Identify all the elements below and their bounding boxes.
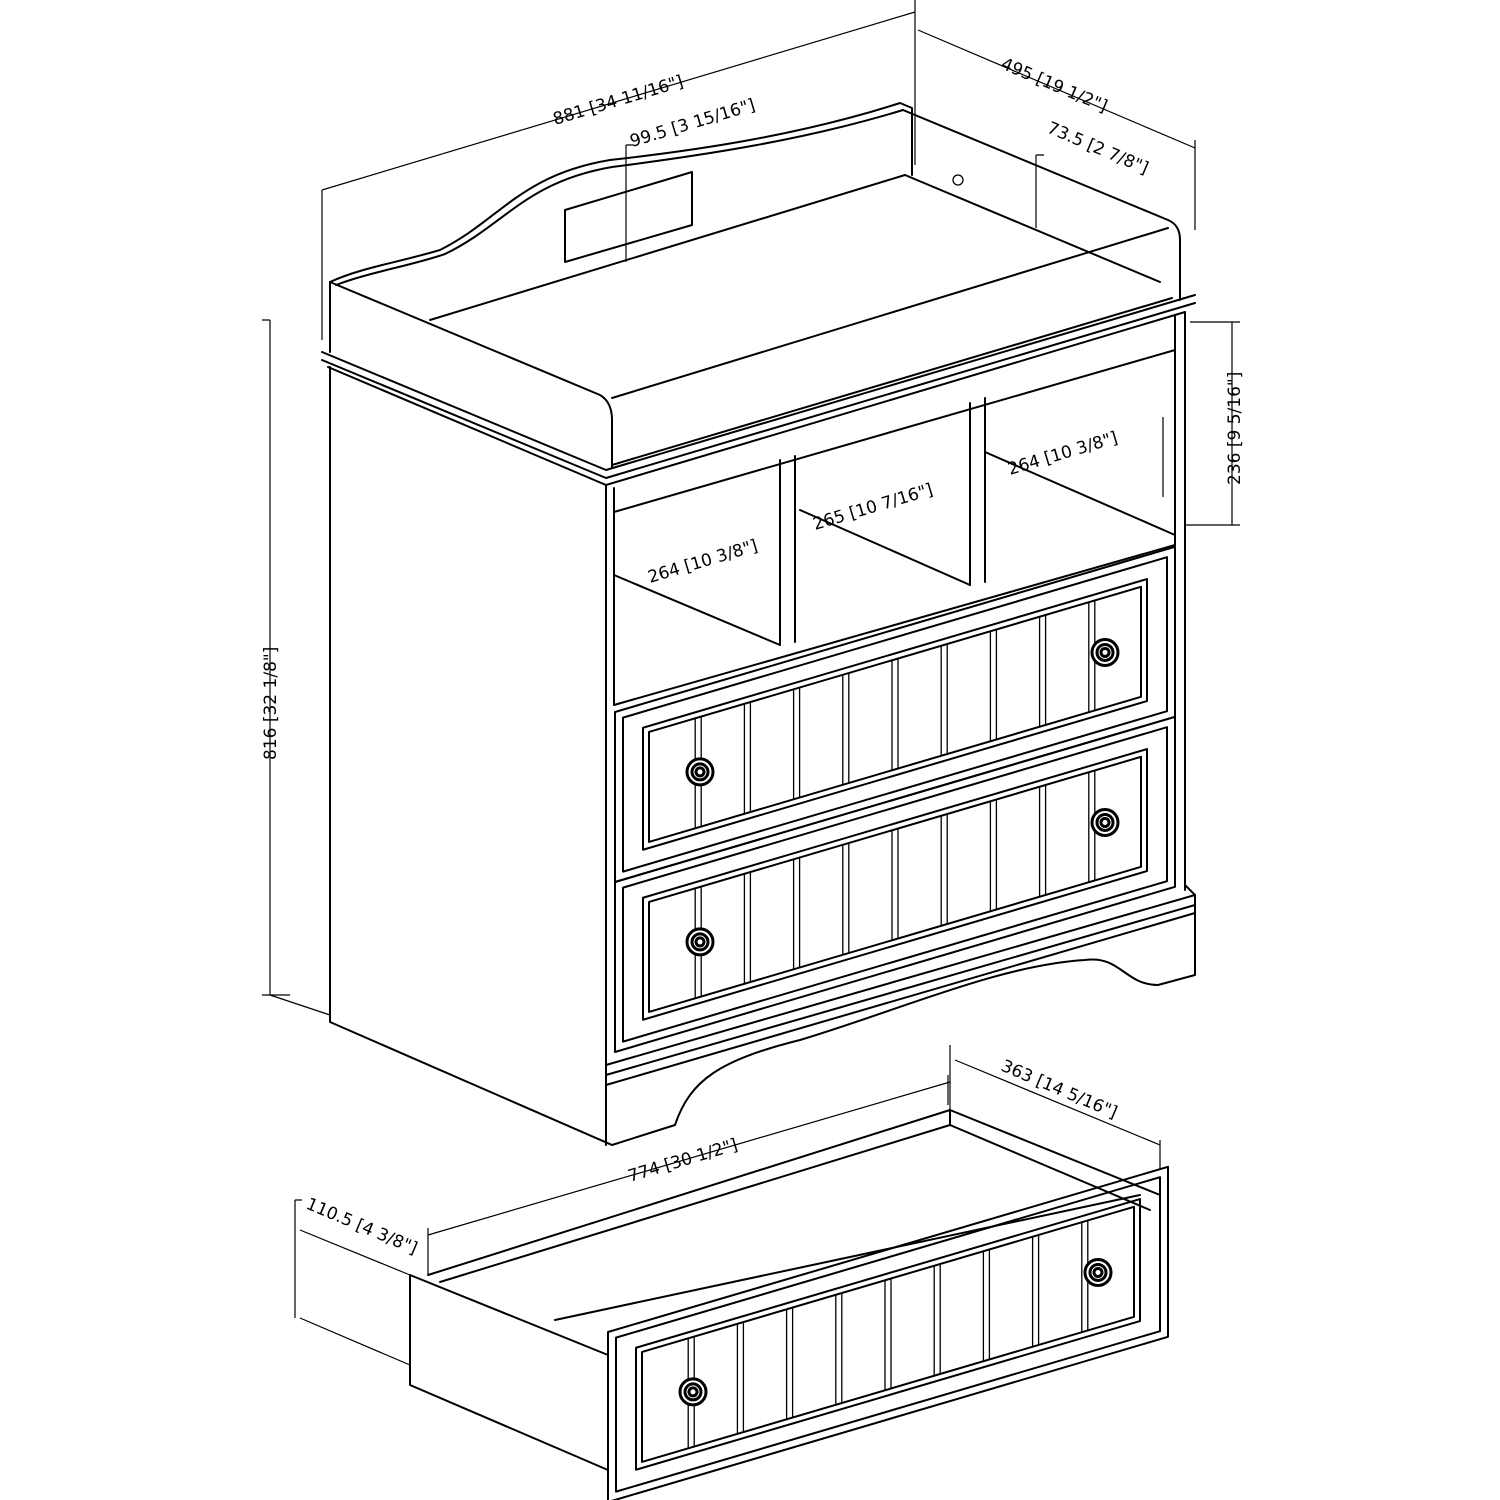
drawer-depth-label: 363 [14 5/16"]: [998, 1056, 1120, 1123]
cubby-center-width-label: 265 [10 7/16"]: [811, 480, 936, 535]
drawer-knob-icon[interactable]: [694, 936, 706, 948]
dimension-lines: [262, 0, 1240, 1366]
drawer-width-label: 774 [30 1/2"]: [626, 1135, 740, 1187]
drawers: [607, 545, 1176, 1500]
drawer-bottom[interactable]: [614, 715, 1176, 1053]
overall-height-label: 816 [32 1/8"]: [261, 647, 281, 760]
drawer-loose-front[interactable]: [607, 1165, 1169, 1500]
drawer-knob-icon[interactable]: [1099, 646, 1111, 658]
changing-tray: [321, 102, 1196, 486]
drawer-knob-icon[interactable]: [1099, 816, 1111, 828]
drawer-knob-icon[interactable]: [687, 1386, 699, 1398]
drawer-top[interactable]: [614, 545, 1176, 883]
drawer-knob-icon[interactable]: [1092, 1266, 1104, 1278]
loose-drawer-box: [409, 1109, 1161, 1471]
drawer-height-label: 110.5 [4 3/8"]: [303, 1194, 420, 1259]
overall-depth-label: 495 [19 1/2"]: [998, 54, 1110, 117]
backboard-height-label: 99.5 [3 15/16"]: [628, 95, 758, 151]
hole-icon: [952, 174, 964, 186]
cubby-left-width-label: 264 [10 3/8"]: [646, 536, 760, 588]
base-plinth: [605, 884, 1196, 1146]
cabinet-body: [329, 311, 1186, 1146]
cubby-right-width-label: 264 [10 3/8"]: [1006, 428, 1120, 480]
drawer-knob-icon[interactable]: [694, 766, 706, 778]
side-rail-height-label: 73.5 [2 7/8"]: [1044, 118, 1151, 179]
cubby-height-label: 236 [9 5/16"]: [1225, 372, 1245, 485]
